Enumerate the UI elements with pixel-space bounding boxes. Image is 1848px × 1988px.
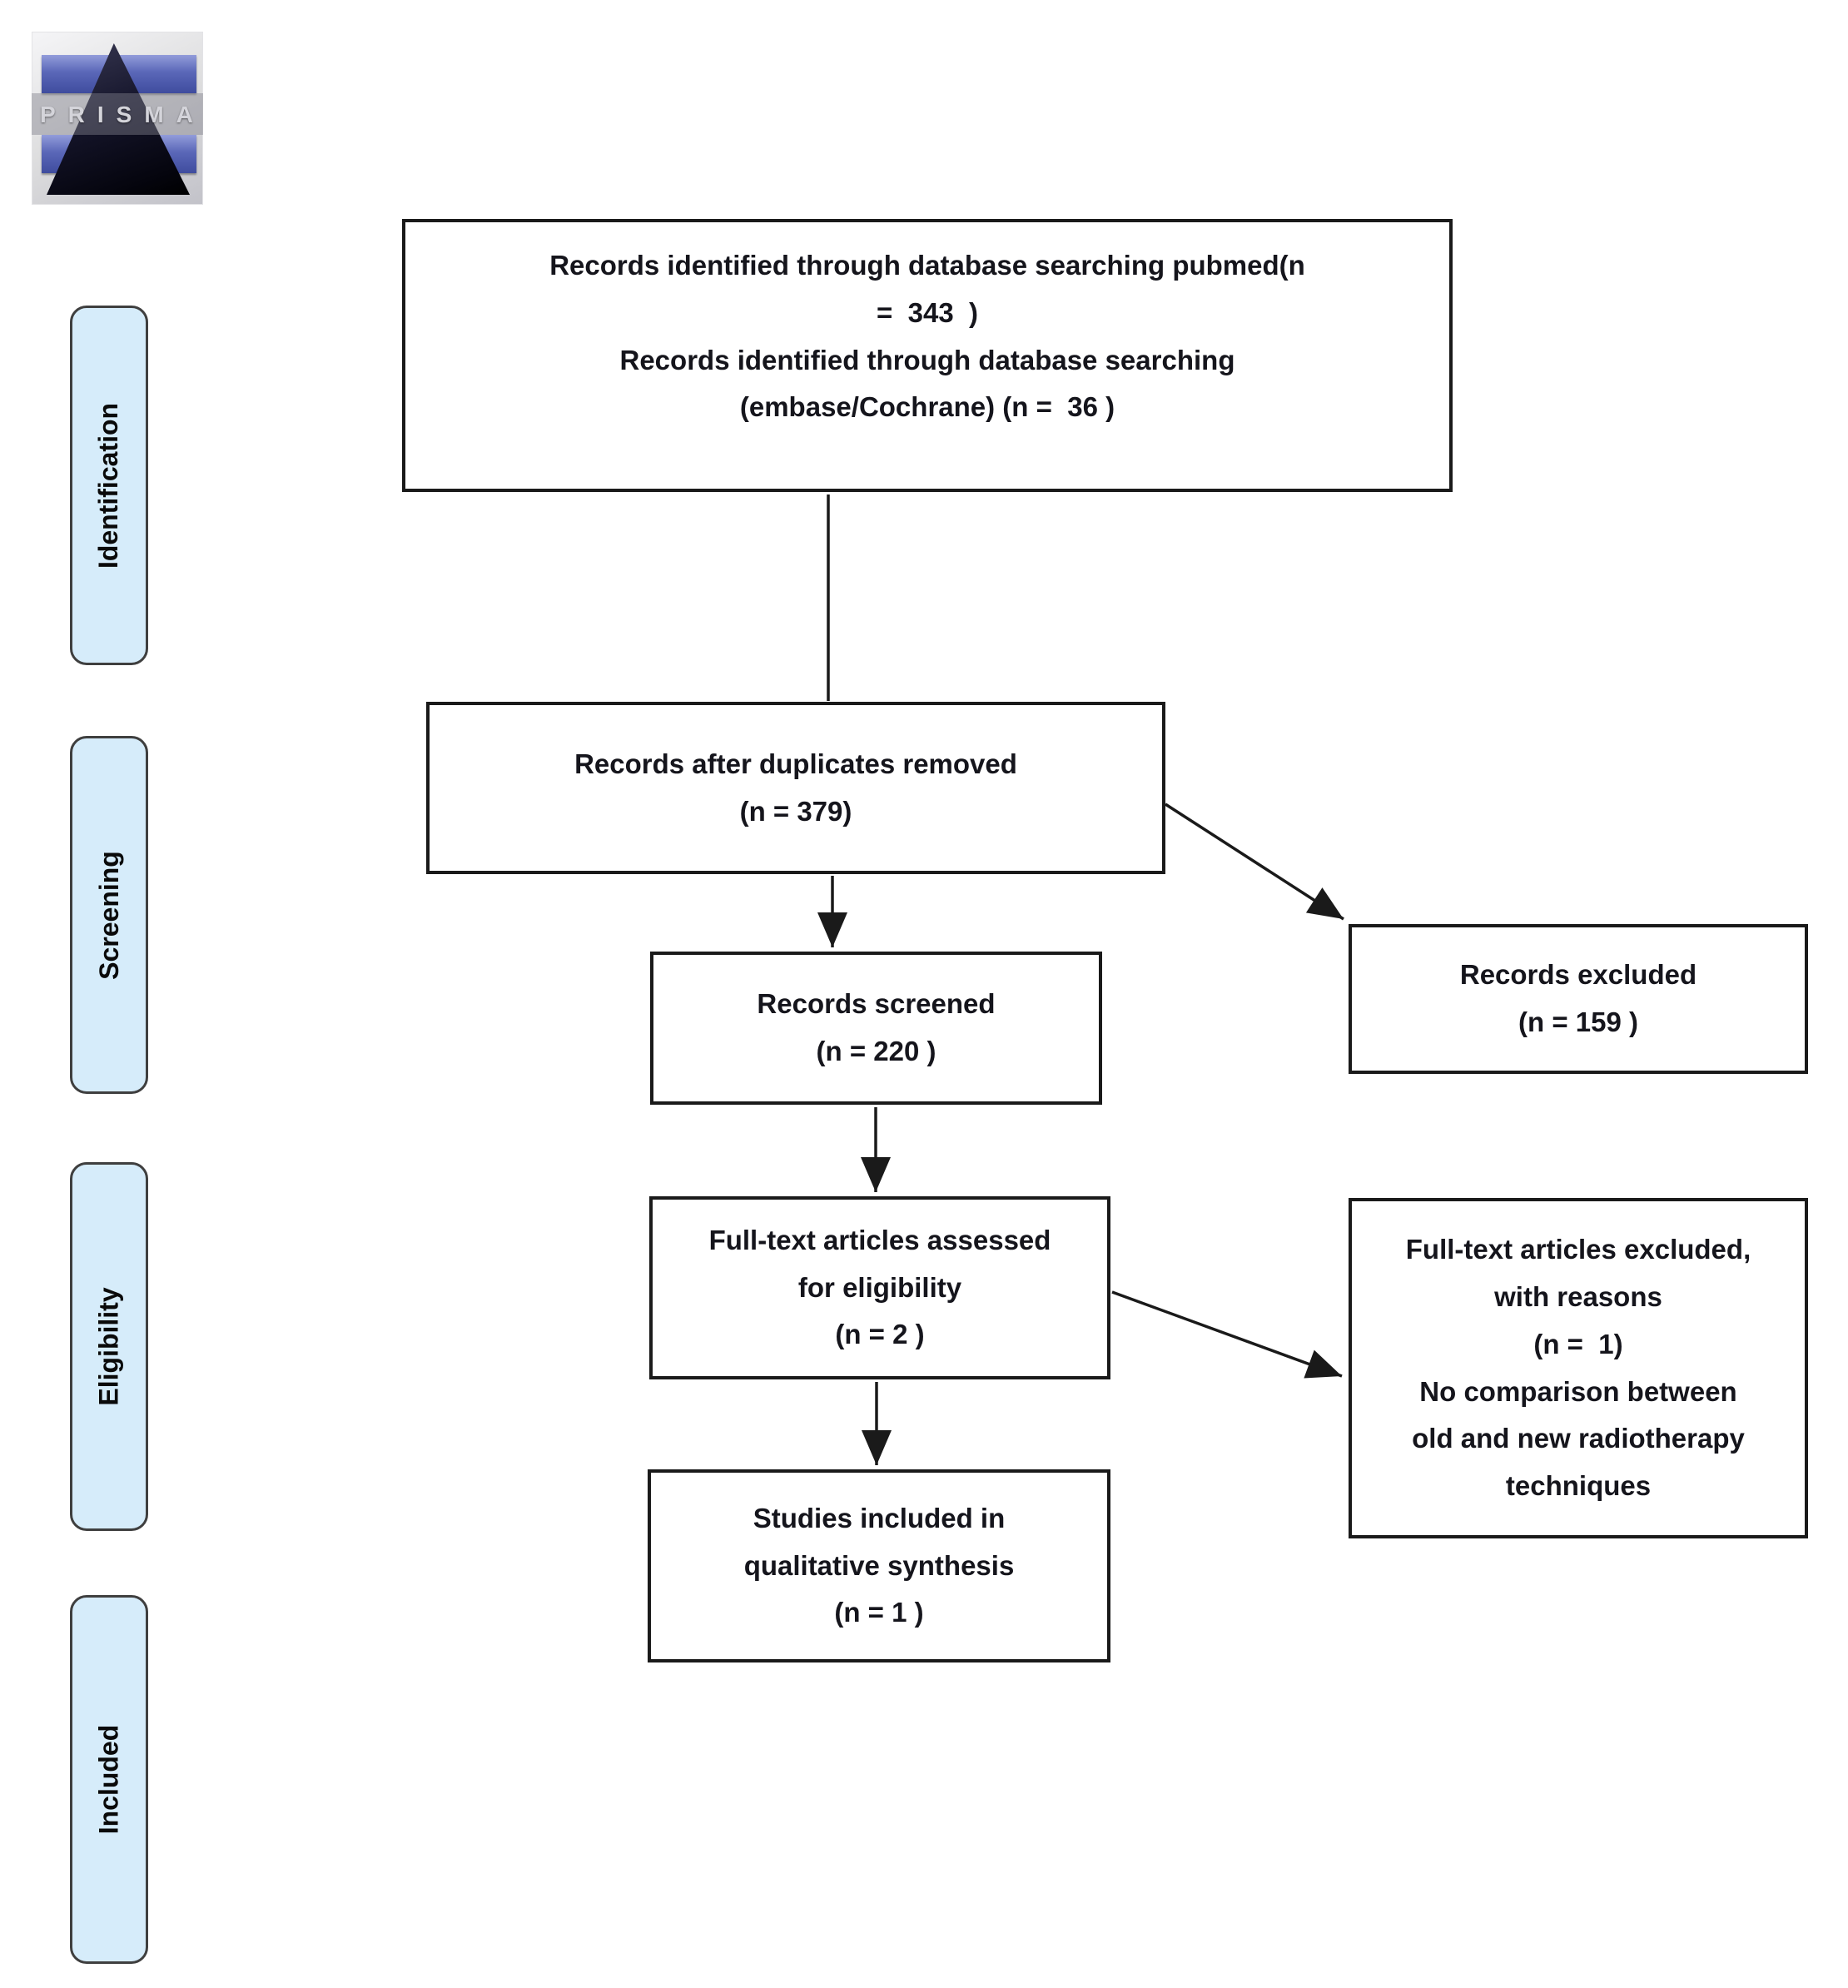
logo-band — [32, 93, 203, 135]
box-fulltext-assessed: Full-text articles assessed for eligibil… — [649, 1196, 1110, 1379]
logo-wordmark: PRISMA — [40, 102, 206, 127]
arrow-fulltext-to-ft-excluded — [1111, 1290, 1343, 1379]
prisma-logo: PRISMA — [32, 32, 203, 205]
box-records-identified: Records identified through database sear… — [402, 219, 1453, 492]
stage-label-included: Included — [70, 1595, 148, 1964]
stage-label-identification: Identification — [70, 306, 148, 665]
box-fulltext-excluded: Full-text articles excluded, with reason… — [1349, 1198, 1808, 1538]
box-records-after-duplicates: Records after duplicates removed (n = 37… — [426, 702, 1165, 874]
arrow-dedup-to-records-excluded — [1165, 803, 1344, 921]
stage-label-eligibility: Eligibility — [70, 1162, 148, 1531]
box-records-screened: Records screened (n = 220 ) — [650, 952, 1102, 1105]
box-studies-included: Studies included in qualitative synthesi… — [648, 1469, 1110, 1662]
box-records-excluded: Records excluded (n = 159 ) — [1349, 924, 1808, 1074]
stage-label-screening: Screening — [70, 736, 148, 1094]
